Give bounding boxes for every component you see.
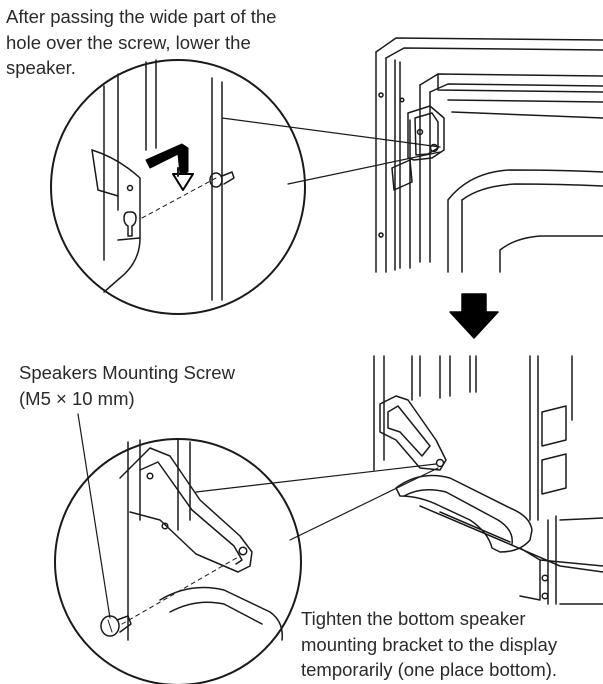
detail-circle-bottom: [54, 438, 302, 684]
leader-line-bottom-2: [289, 467, 439, 541]
callout-top: After passing the wide part of the hole …: [6, 4, 276, 81]
down-arrow-icon: [449, 293, 499, 339]
display-bottom-corner: [373, 355, 603, 605]
leader-line-bottom-1: [195, 463, 437, 493]
leader-line-top-2: [287, 151, 441, 185]
callout-top-line-1: After passing the wide part of the: [6, 6, 277, 27]
detail-circle-top: [50, 59, 306, 315]
screw-icon: [209, 171, 235, 188]
callout-bottom-line-1: Tighten the bottom speaker: [301, 608, 526, 629]
screw-icon: [100, 615, 132, 637]
callout-top-line-3: speaker.: [6, 57, 76, 78]
callout-bottom-line-2: mounting bracket to the display: [301, 633, 558, 655]
callout-screw-line-2: (M5 × 10 mm): [19, 387, 135, 409]
hook-arrow-icon: [145, 143, 194, 191]
callout-screw-label: Speakers Mounting Screw (M5 × 10 mm): [19, 360, 235, 411]
callout-bottom: Tighten the bottom speaker mounting brac…: [301, 606, 557, 683]
callout-screw-line-1: Speakers Mounting Screw: [19, 362, 235, 383]
display-top-corner: [375, 37, 603, 273]
callout-bottom-line-3: temporarily (one place bottom).: [301, 659, 558, 680]
callout-top-line-2: hole over the screw, lower the: [6, 31, 251, 53]
leader-line-screw: [77, 413, 111, 619]
leader-line-top-1: [221, 117, 441, 148]
